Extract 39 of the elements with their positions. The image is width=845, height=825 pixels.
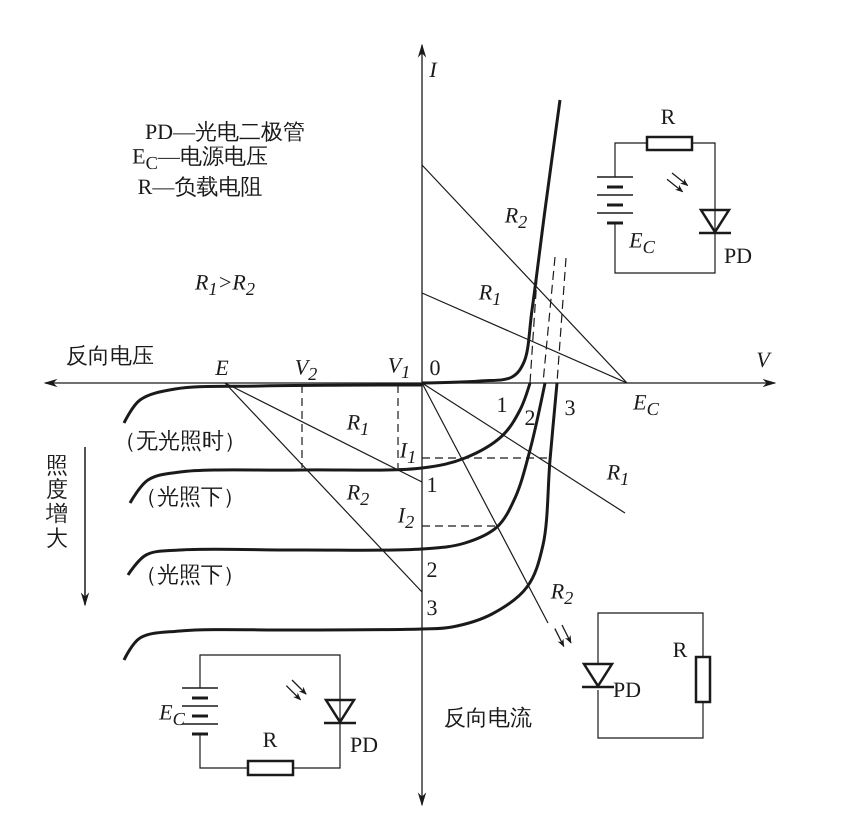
point-label: I$_{2}$ xyxy=(398,504,414,532)
line-label: R$_{2}$ xyxy=(550,580,574,608)
component-label: PD xyxy=(612,678,642,702)
line-label: R$_{1}$ xyxy=(606,460,630,490)
axis-label: V xyxy=(756,348,770,372)
point-label: 2 xyxy=(426,558,438,582)
curve-label: （光照下） xyxy=(135,484,245,510)
curve-label: 2 xyxy=(524,406,536,430)
point-label: E xyxy=(215,356,229,380)
point-label: V$_{2}$ xyxy=(294,356,318,384)
curve-label: 3 xyxy=(564,396,576,420)
curve-label: （无光照时） xyxy=(114,428,246,454)
line-label: R$_{2}$ xyxy=(346,480,370,510)
curve-label: 1 xyxy=(496,392,508,418)
point-label: 1 xyxy=(426,472,438,498)
point-label: E$_{C}$ xyxy=(633,390,659,420)
component-label: R xyxy=(262,728,278,752)
point-label: 3 xyxy=(426,596,438,620)
legend-note: PD—光电二极管 xyxy=(144,120,306,144)
line-label: R$_{2}$ xyxy=(504,204,528,232)
origin-label: 0 xyxy=(430,356,440,380)
component-label: R xyxy=(672,638,688,662)
legend-note: R—负载电阻 xyxy=(138,174,262,200)
point-label: V$_{1}$ xyxy=(388,354,410,382)
component-label: R xyxy=(660,104,676,130)
component-label: E$_{C}$ xyxy=(629,228,655,258)
curve-label: （光照下） xyxy=(135,562,245,588)
line-label: R$_{1}$ xyxy=(478,280,502,310)
relation-note: R$_{1}$>R$_{2}$ xyxy=(194,270,256,300)
point-label: I$_{1}$ xyxy=(400,438,416,468)
axis-label: 反向电流 xyxy=(444,706,532,730)
legend-note: E$_{C}$—电源电压 xyxy=(132,144,268,174)
component-label: E$_{C}$ xyxy=(159,700,185,730)
direction-label: 照度增大 xyxy=(46,454,68,550)
axis-label: I xyxy=(429,58,437,82)
component-label: PD xyxy=(724,244,752,268)
component-label: PD xyxy=(350,732,378,758)
axis-label: 反向电压 xyxy=(66,344,154,368)
line-label: R$_{1}$ xyxy=(346,410,370,440)
